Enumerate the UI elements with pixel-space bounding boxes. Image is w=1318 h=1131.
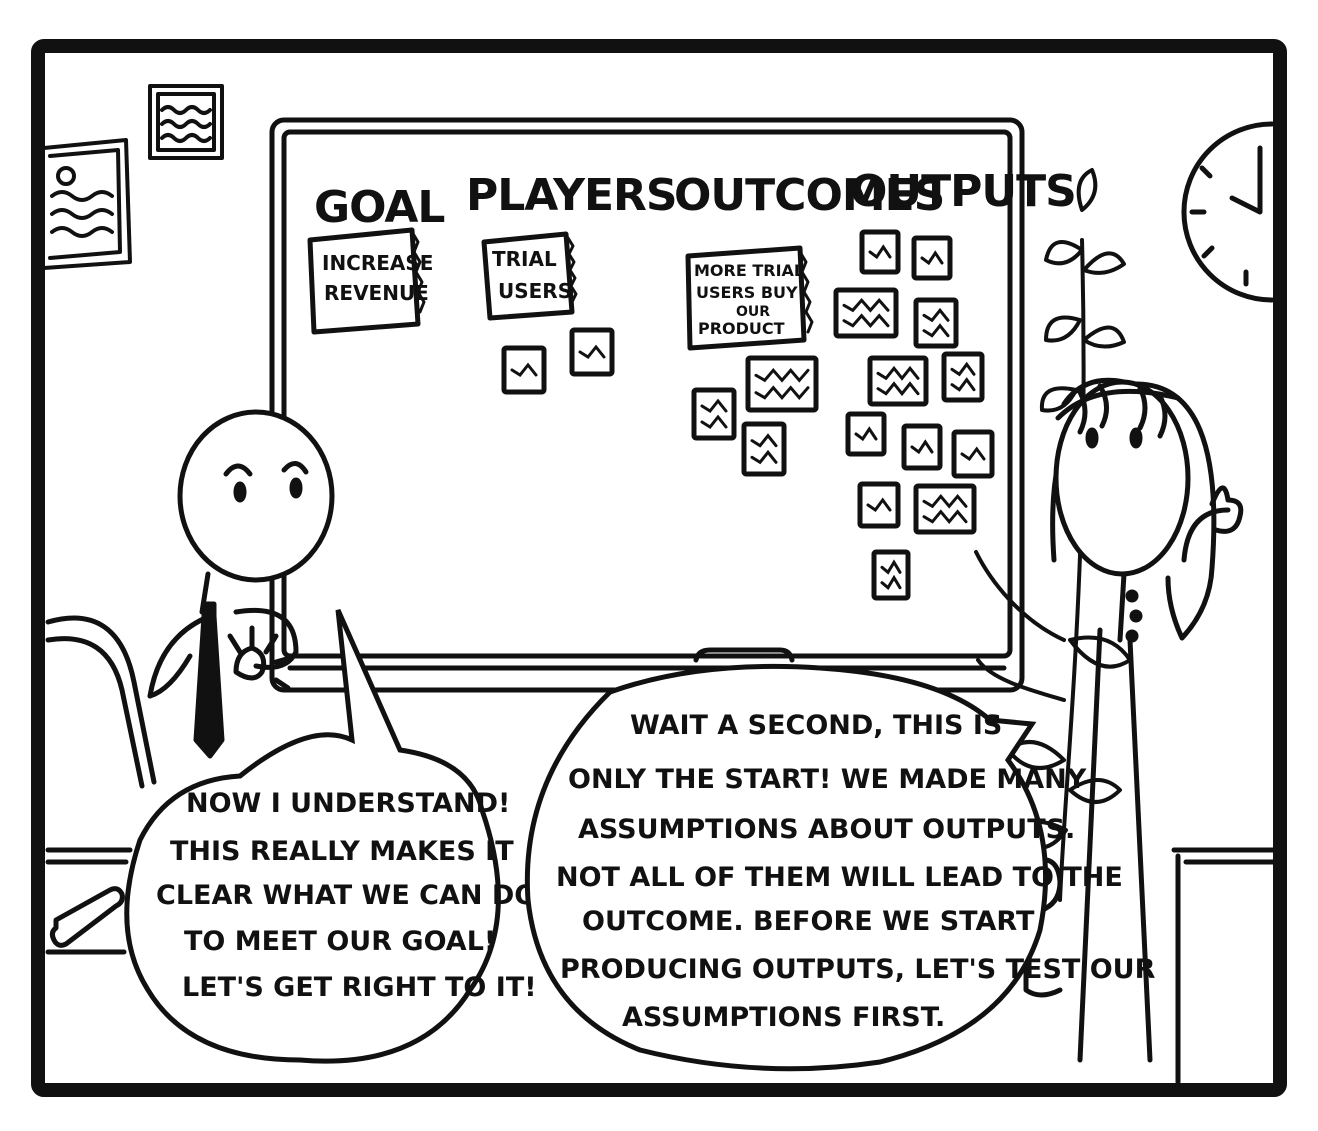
desk-items-icon (45, 847, 133, 955)
scribble-sticky-note (745, 355, 819, 413)
man-bubble-line: TO MEET OUR GOAL! (184, 926, 496, 957)
plant-icon (974, 168, 1132, 902)
scribble-line (510, 362, 538, 377)
outcomes-note-line: PRODUCT (698, 319, 785, 338)
scribble-sticky-note (913, 483, 977, 535)
man-bubble-line: THIS REALLY MAKES IT (170, 836, 514, 867)
man-character (147, 409, 335, 759)
man-bubble-line: CLEAR WHAT WE CAN DO (156, 880, 537, 911)
scribble-line (866, 497, 892, 513)
woman-bubble-line: WAIT A SECOND, THIS IS (630, 710, 1002, 741)
chair-icon (45, 615, 157, 789)
scribble-line (876, 381, 920, 397)
players-note-line: TRIAL (492, 247, 557, 271)
scribble-line (578, 344, 606, 359)
outcomes-note-line: OUR (736, 304, 770, 320)
scribble-sticky-note (691, 387, 737, 441)
scribble-line (700, 414, 728, 429)
players-note-line: USERS (498, 279, 572, 303)
scribble-line (842, 298, 890, 313)
woman-bubble-line: OUTCOME. BEFORE WE START (582, 906, 1035, 937)
scribble-line (754, 385, 810, 400)
scribble-sticky-note (913, 297, 959, 349)
scribble-line (922, 509, 968, 525)
goal-note-line: INCREASE (322, 251, 433, 275)
scribble-sticky-note (833, 287, 899, 339)
scribble-line (854, 426, 878, 442)
scribble-line (950, 361, 976, 377)
scribble-line (922, 307, 950, 323)
man-bubble-line: NOW I UNDERSTAND! (186, 788, 510, 819)
scribble-line (960, 446, 986, 462)
scribble-line (754, 368, 810, 383)
wall-clock-icon (1181, 121, 1275, 303)
outcomes-note-line: MORE TRIAL (694, 261, 804, 280)
scribble-sticky-note (741, 421, 787, 477)
woman-bubble-line: ONLY THE START! WE MADE MANY (568, 764, 1087, 795)
scribble-line (922, 323, 950, 338)
woman-speech-bubble: WAIT A SECOND, THIS IS ONLY THE START! W… (524, 663, 1156, 1072)
scribble-line (750, 433, 778, 448)
man-speech-bubble: NOW I UNDERSTAND! THIS REALLY MAKES IT C… (124, 608, 537, 1064)
outcomes-note-line: USERS BUY (696, 283, 798, 302)
scribble-line (876, 365, 920, 381)
scribble-line (868, 244, 892, 260)
goal-sticky-note: INCREASE REVENUE (307, 227, 433, 335)
wall-picture-large-icon (42, 138, 132, 270)
scribble-line (842, 313, 890, 328)
scribble-notes (501, 229, 995, 601)
column-players-heading: PLAYERS (466, 170, 677, 221)
scribble-sticky-note (871, 549, 911, 601)
woman-bubble-line: NOT ALL OF THEM WILL LEAD TO THE (556, 862, 1123, 893)
column-goal-heading: GOAL (314, 182, 444, 233)
scribble-line (922, 493, 968, 509)
scribble-line (920, 250, 944, 266)
scribble-line (910, 439, 934, 455)
woman-character (1050, 377, 1244, 1063)
side-table (1171, 847, 1283, 1085)
woman-bubble-line: PRODUCING OUTPUTS, LET'S TEST OUR (560, 954, 1156, 985)
players-sticky-note: TRIAL USERS (481, 231, 578, 321)
column-outputs-heading: OUTPUTS (850, 166, 1076, 217)
scribble-line (880, 559, 902, 575)
woman-bubble-line: ASSUMPTIONS ABOUT OUTPUTS. (578, 814, 1075, 845)
wall-picture-small-icon (148, 84, 224, 160)
scribble-line (750, 449, 778, 465)
scribble-sticky-note (941, 351, 985, 403)
column-outcomes-heading: OUTCOMES (674, 170, 944, 221)
scribble-line (950, 377, 976, 392)
outcomes-sticky-note: MORE TRIAL USERS BUY OUR PRODUCT (685, 245, 814, 351)
scribble-line (700, 398, 728, 413)
man-bubble-line: LET'S GET RIGHT TO IT! (182, 972, 537, 1003)
scribble-sticky-note (867, 355, 929, 407)
woman-bubble-line: ASSUMPTIONS FIRST. (622, 1002, 945, 1033)
scribble-line (880, 574, 902, 590)
goal-note-line: REVENUE (324, 281, 429, 305)
